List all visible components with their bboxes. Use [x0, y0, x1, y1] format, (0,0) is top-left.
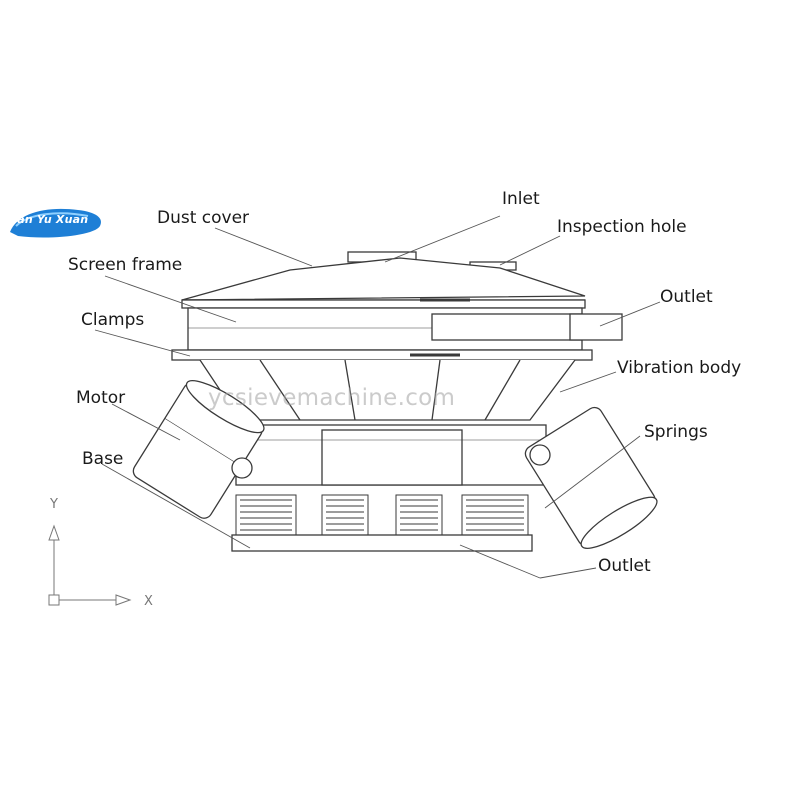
brand-logo	[10, 208, 102, 238]
brand-logo-text: Lan Yu Xuan	[10, 213, 89, 226]
label-outlet-bottom: Outlet	[598, 556, 651, 576]
label-inlet: Inlet	[502, 189, 540, 209]
label-outlet-top: Outlet	[660, 287, 713, 307]
label-springs: Springs	[644, 422, 708, 442]
label-dust-cover: Dust cover	[157, 208, 250, 228]
label-base: Base	[82, 449, 124, 469]
label-inspection-hole: Inspection hole	[557, 217, 687, 237]
axis-label-y: Y	[50, 497, 58, 512]
watermark-text: ycsievemachine.com	[208, 385, 456, 411]
label-motor: Motor	[76, 388, 126, 408]
axis-indicator	[48, 524, 132, 606]
axis-label-x: X	[144, 594, 153, 609]
label-vibration-body: Vibration body	[617, 358, 742, 378]
label-clamps: Clamps	[81, 310, 145, 330]
label-screen-frame: Screen frame	[68, 255, 183, 275]
